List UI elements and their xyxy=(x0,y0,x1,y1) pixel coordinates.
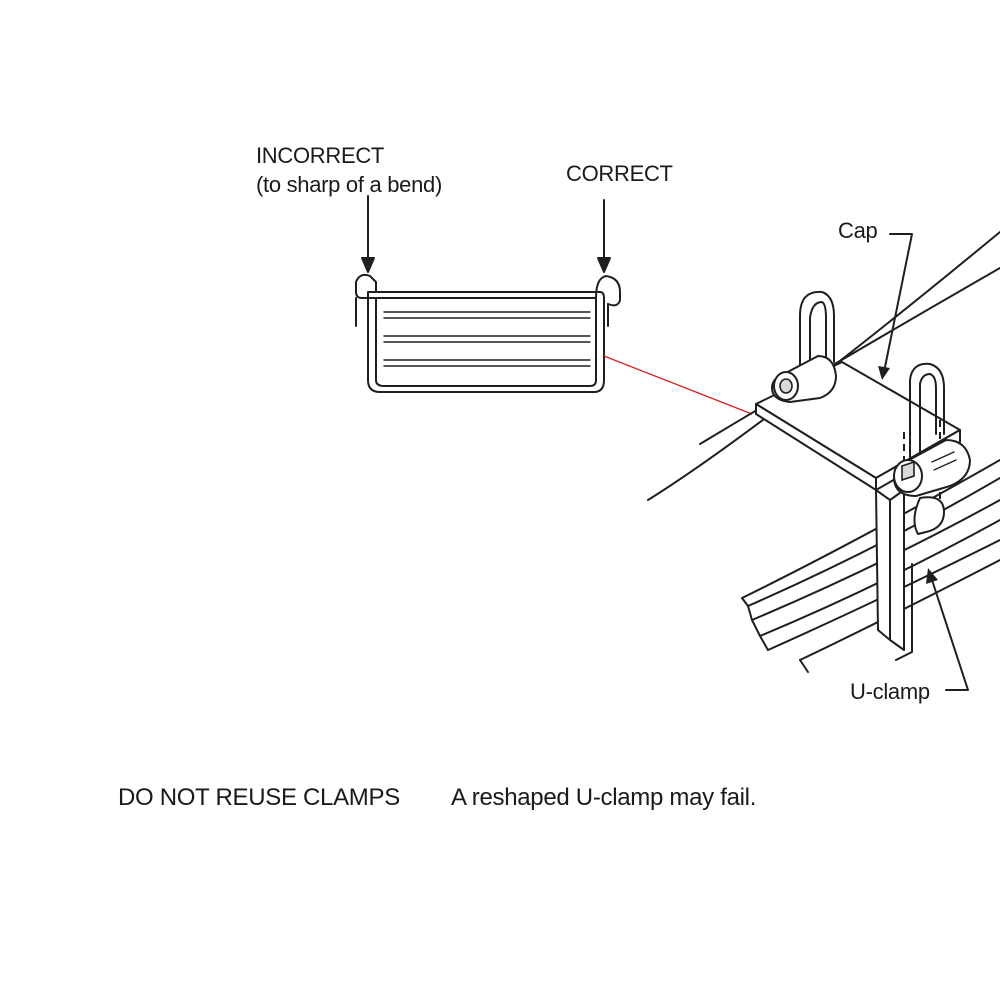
cylinder-left-hole xyxy=(779,378,793,394)
u-bolt-loop-right-inner xyxy=(919,373,937,471)
u-clamp-leader xyxy=(931,579,969,691)
u-bolt-loop-right xyxy=(909,362,945,471)
label-incorrect: INCORRECT xyxy=(256,143,385,168)
leaf-ends xyxy=(741,597,769,651)
label-u-clamp: U-clamp xyxy=(850,679,930,704)
u-clamp-arrowhead xyxy=(926,568,938,584)
label-cap: Cap xyxy=(838,218,878,243)
clamp-cross-section xyxy=(355,195,621,393)
incorrect-bend xyxy=(355,273,377,299)
cap-leader xyxy=(883,233,913,373)
leaf-edge xyxy=(741,459,1000,599)
correct-bend xyxy=(595,275,621,307)
clamp-band-outer xyxy=(367,291,605,393)
clamp-band-inner xyxy=(375,297,597,387)
label-incorrect-note: (to sharp of a bend) xyxy=(256,172,443,197)
incorrect-arrowhead xyxy=(361,257,375,273)
warning-heading: DO NOT REUSE CLAMPS xyxy=(118,784,400,811)
leaf-end xyxy=(799,659,809,673)
leaf-edge xyxy=(747,477,1000,607)
u-bolt-loop-left-inner xyxy=(809,301,827,373)
clamp-strap xyxy=(875,489,891,641)
detail-leader-line xyxy=(603,355,753,415)
clamp-curl xyxy=(913,496,945,535)
leaf-spring-assembly xyxy=(647,231,1000,691)
cylinder-right-marking xyxy=(931,451,957,471)
cap-arrowhead xyxy=(878,366,890,380)
u-bolt-loop-left xyxy=(799,290,835,371)
cylinder-right-slot xyxy=(901,460,915,482)
label-correct: CORRECT xyxy=(566,161,673,186)
warning-text: A reshaped U-clamp may fail. xyxy=(451,784,757,811)
top-leaf-back-edge xyxy=(699,267,1000,445)
correct-arrowhead xyxy=(597,257,611,273)
clamp-strap-edge xyxy=(889,489,905,651)
clamp-strap-bottom xyxy=(895,563,913,661)
